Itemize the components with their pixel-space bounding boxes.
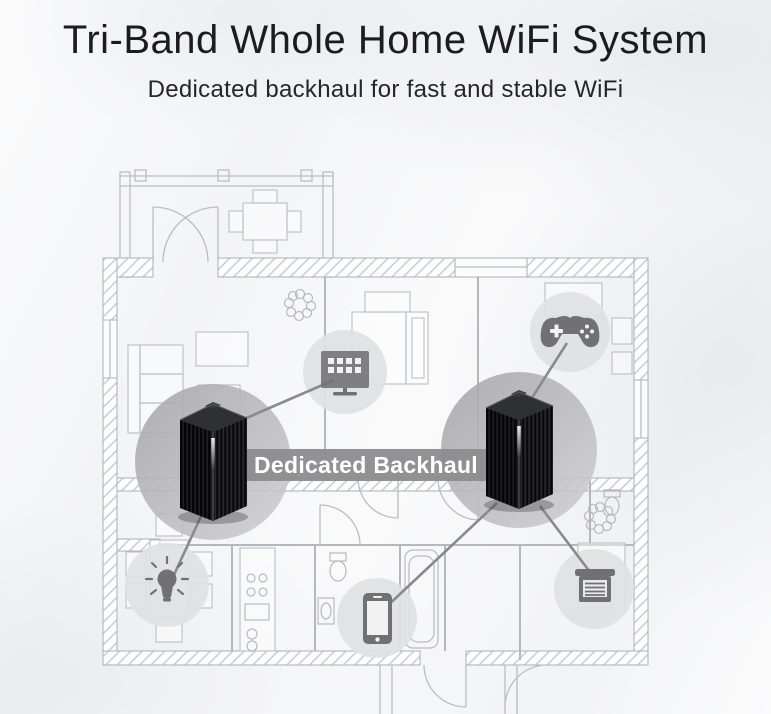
patio-table-set — [228, 189, 302, 254]
outer-walls — [102, 257, 649, 666]
windows — [102, 257, 649, 439]
router-right — [483, 389, 555, 513]
page-title: Tri-Band Whole Home WiFi System — [62, 18, 709, 62]
balcony — [119, 169, 334, 278]
patio-door — [152, 206, 219, 263]
dedicated-backhaul-label: Dedicated Backhaul — [254, 452, 478, 478]
link-router-right-gamepad — [526, 342, 569, 405]
header: Tri-Band Whole Home WiFi System Dedicate… — [0, 0, 771, 104]
gamepad-icon — [540, 316, 600, 348]
lightbulb-icon — [144, 555, 190, 602]
dedicated-backhaul-bar: Dedicated Backhaul — [213, 449, 519, 481]
kitchen — [239, 547, 276, 652]
link-router-right-phone — [382, 502, 498, 611]
link-router-right-printer — [538, 505, 592, 573]
tv-icon — [321, 351, 369, 396]
entry-door — [379, 664, 548, 714]
plant-icon — [283, 288, 317, 322]
router-left — [177, 401, 249, 525]
smartphone-icon — [363, 593, 392, 644]
page-subtitle: Dedicated backhaul for fast and stable W… — [147, 76, 624, 103]
printer-icon — [575, 569, 615, 602]
